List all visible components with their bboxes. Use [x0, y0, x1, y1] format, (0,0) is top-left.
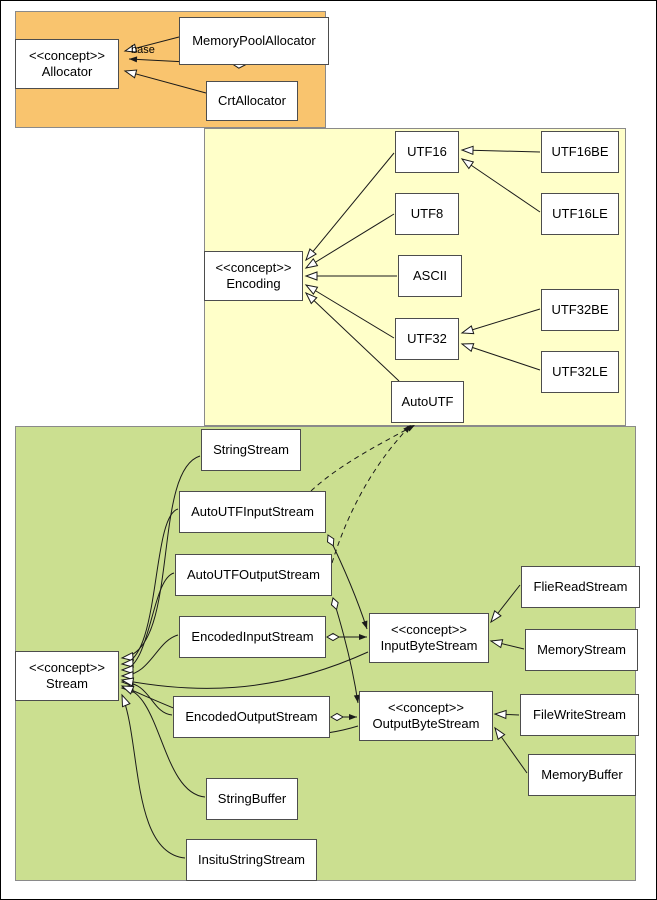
node-utf8: UTF8 [395, 193, 459, 235]
node-utf16be: UTF16BE [541, 131, 619, 173]
edge-utf32be-inherits-utf32 [460, 308, 541, 335]
edge-fliereadstream-realizes-inputbytestream [490, 584, 521, 624]
edge-label-base: base [131, 44, 155, 56]
node-stringbuffer: StringBuffer [206, 778, 298, 820]
node-utf16: UTF16 [395, 131, 459, 173]
node-memorystream: MemoryStream [525, 629, 638, 671]
node-outputbytestream-concept: <<concept>> OutputByteStream [359, 691, 493, 741]
edge-insitustringstream-realizes-stream [121, 693, 186, 859]
edge-utf32-realizes-encoding [304, 284, 395, 339]
edge-filewritestream-realizes-outputbytestream [493, 709, 520, 720]
node-memorypoolallocator: MemoryPoolAllocator [179, 17, 329, 65]
edge-autoutf-realizes-encoding [304, 291, 400, 382]
edge-autoutfoutputstream-aggregates-outputbytestream [330, 597, 360, 704]
node-insitustringstream: InsituStringStream [186, 839, 317, 881]
edge-autoutfoutputstream-realizes-stream [120, 572, 175, 675]
node-stream-concept: <<concept>> Stream [15, 651, 119, 701]
edge-utf16be-inherits-utf16 [460, 145, 541, 156]
node-ascii: ASCII [398, 255, 462, 297]
node-memorybuffer: MemoryBuffer [528, 754, 636, 796]
node-autoutfoutputstream: AutoUTFOutputStream [175, 554, 332, 596]
node-inputbytestream-concept: <<concept>> InputByteStream [369, 613, 489, 663]
node-encodedoutputstream: EncodedOutputStream [173, 696, 330, 738]
node-utf32le: UTF32LE [541, 351, 619, 393]
node-encoding-concept: <<concept>> Encoding [204, 251, 303, 301]
edge-autoutfinputstream-depends-autoutf [310, 424, 416, 492]
node-autoutf: AutoUTF [391, 381, 464, 423]
node-utf32: UTF32 [395, 318, 459, 360]
edge-encodedoutputstream-realizes-stream [120, 677, 173, 716]
edge-utf16-realizes-encoding [305, 152, 395, 262]
edge-utf8-realizes-encoding [304, 213, 395, 269]
node-crtallocator: CrtAllocator [206, 81, 298, 121]
node-utf32be: UTF32BE [541, 289, 619, 331]
edge-encodedinputstream-realizes-stream [120, 634, 179, 681]
node-autoutfinputstream: AutoUTFInputStream [179, 491, 326, 533]
edge-memorystream-realizes-inputbytestream [489, 639, 525, 650]
edge-utf32le-inherits-utf32 [460, 343, 541, 371]
edge-autoutfoutputstream-depends-autoutf [331, 424, 412, 564]
node-stringstream: StringStream [201, 429, 301, 471]
edge-utf16le-inherits-utf16 [460, 158, 541, 213]
node-allocator-concept: <<concept>> Allocator [15, 39, 119, 89]
edge-memorypoolallocator-realizes-allocator [123, 36, 180, 53]
node-fliereadstream: FlieReadStream [521, 566, 640, 608]
node-encodedinputstream: EncodedInputStream [179, 616, 326, 658]
node-filewritestream: FileWriteStream [520, 694, 639, 736]
edge-memorybuffer-realizes-outputbytestream [494, 726, 528, 774]
edge-crtallocator-realizes-allocator [123, 69, 207, 94]
edge-autoutfinputstream-realizes-stream [120, 508, 179, 668]
edge-autoutfinputstream-aggregates-inputbytestream [326, 534, 368, 630]
node-utf16le: UTF16LE [541, 193, 619, 235]
